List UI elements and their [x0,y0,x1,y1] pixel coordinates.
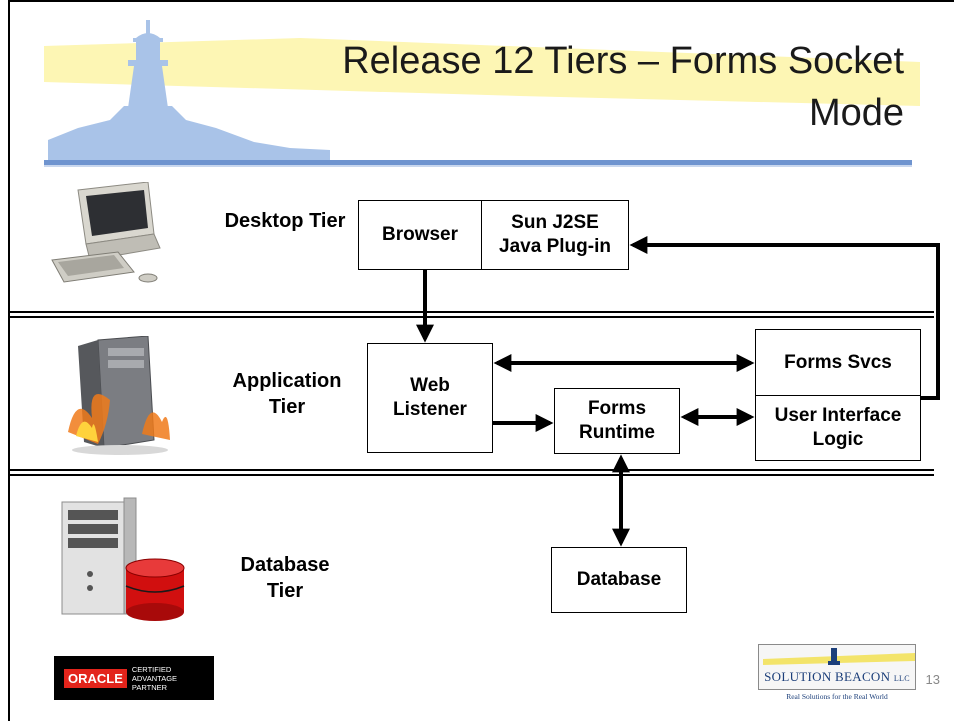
header-graphic [44,20,920,167]
desktop-computer-icon [51,182,161,283]
forms-runtime-label-line2: Runtime [579,422,655,443]
slide-title-line1: Release 12 Tiers – Forms Socket [342,40,904,82]
application-tier-label-line1: Application [232,370,342,392]
desktop-tier-label: Desktop Tier [224,210,346,232]
solution-beacon-logo-frame: SOLUTION BEACON LLC [758,644,916,690]
java-plugin-label-line1: Sun J2SE [511,212,599,233]
oracle-partner-line2: PARTNER [131,682,168,692]
database-server-icon [61,497,185,621]
browser-label: Browser [381,224,459,245]
separator-app-db-bottom [10,474,934,476]
lighthouse-icon [48,20,330,166]
slide-border-left [8,0,10,721]
arrow-ui-logic-to-java-plugin [629,236,940,400]
forms-runtime-box: Forms Runtime [554,388,680,454]
solution-beacon-suffix: LLC [893,674,910,683]
application-tier-label-line2: Tier [268,396,306,418]
oracle-partner-logo: ORACLE CERTIFIED ADVANTAGE PARTNER [54,656,214,700]
beacon-lighthouse-icon [763,648,915,665]
forms-svcs-label: Forms Svcs [784,351,892,373]
database-cylinder-icon [125,558,185,621]
solution-beacon-logo: SOLUTION BEACON LLC Real Solutions for t… [758,644,918,706]
web-listener-label-line1: Web [410,375,450,396]
title-highlight-band [44,38,920,106]
separator-desktop-app-bottom [10,316,934,318]
oracle-partner-text: CERTIFIED ADVANTAGE PARTNER [132,665,214,692]
web-listener-label-line2: Listener [393,399,467,420]
ui-logic-label-line1: User Interface [774,405,902,426]
java-plugin-label-line2: Java Plug-in [499,236,611,257]
oracle-partner-line1: CERTIFIED ADVANTAGE [131,664,178,683]
database-tier-label-line2: Tier [266,580,304,602]
application-server-icon [68,336,170,455]
database-tier-label-line1: Database [240,554,330,576]
solution-beacon-name: SOLUTION BEACON LLC [759,669,915,685]
solution-beacon-wordmark: SOLUTION BEACON [764,669,891,684]
oracle-mark: ORACLE [64,668,127,688]
page-number: 13 [925,672,940,687]
title-rule [44,160,912,165]
ui-logic-label-line2: Logic [812,429,864,450]
ui-logic-box: User Interface Logic [755,395,921,461]
browser-box: Browser [358,200,482,270]
slide-title-line2: Mode [808,92,904,134]
separator-app-db-top [10,469,934,471]
title-rule-shadow [44,165,912,167]
separator-desktop-app-top [10,311,934,313]
database-label: Database [576,569,662,590]
java-plugin-box: Sun J2SE Java Plug-in [481,200,629,270]
web-listener-box: Web Listener [367,343,493,453]
forms-runtime-label-line1: Forms [587,398,647,419]
database-box: Database [551,547,687,613]
slide-border-top [8,0,954,2]
solution-beacon-tagline: Real Solutions for the Real World [786,692,888,701]
